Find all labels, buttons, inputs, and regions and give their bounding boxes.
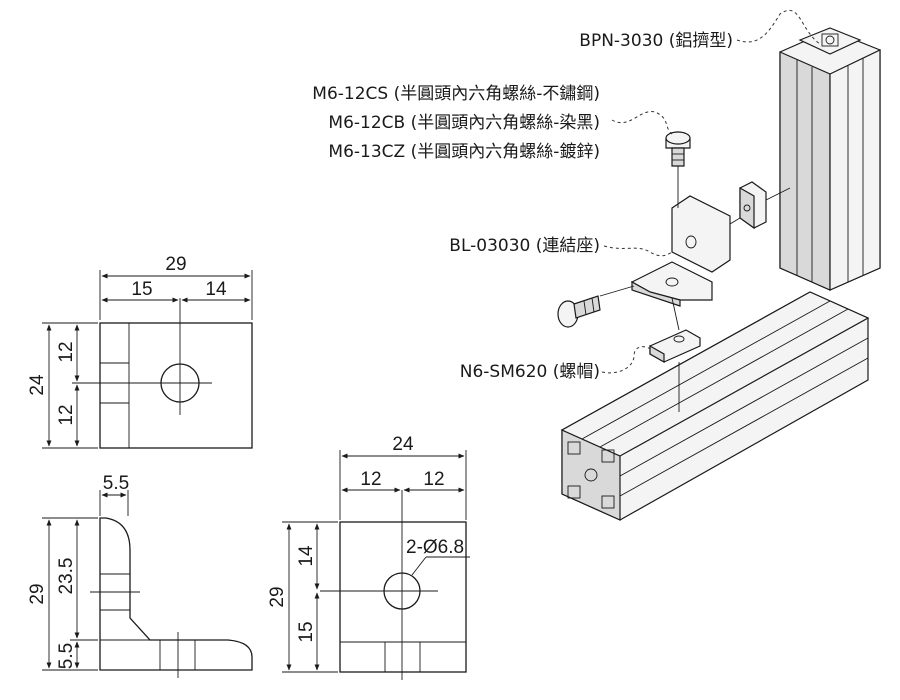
label-bracket: BL-03030 (連結座) (449, 236, 600, 256)
axis-bracket-side (729, 217, 741, 225)
label-screw-cs: M6-12CS (半圓頭內六角螺絲-不鏽鋼) (312, 84, 600, 104)
bracket (630, 195, 731, 307)
side-view: 5.5 29 23.5 5.5 (27, 473, 253, 678)
leader-profile (736, 10, 821, 45)
front-view-hole-label: 2-Ø6.8 (406, 537, 464, 558)
front-dim-15-label: 15 (296, 621, 317, 642)
top-dim-15-label: 15 (131, 279, 152, 300)
front-view-outline (339, 521, 467, 673)
front-view-hole-leader (411, 556, 427, 576)
front-dim-12b-label: 12 (423, 469, 444, 490)
front-dim-24-label: 24 (392, 434, 414, 455)
vertical-profile (779, 27, 881, 291)
assembly-view: BPN-3030 (鋁擠型) M6-12CS (半圓頭內六角螺絲-不鏽鋼) M6… (312, 10, 881, 521)
top-dim-24-label: 24 (27, 374, 48, 396)
side-view-outline (99, 517, 253, 671)
horizontal-profile (560, 291, 870, 521)
top-dim-12a-label: 12 (56, 341, 77, 362)
nut-lower (649, 329, 701, 364)
axis-nut-upper (765, 187, 791, 201)
side-dim-23-5-label: 23.5 (56, 558, 77, 595)
front-dim-14-label: 14 (296, 545, 317, 567)
nut-upper (739, 181, 767, 230)
front-dim-12a-label: 12 (360, 469, 381, 490)
label-nut: N6-SM620 (螺帽) (460, 362, 600, 382)
side-dim-29-label: 29 (27, 583, 48, 604)
screw-lower (557, 295, 601, 328)
screw-upper (665, 131, 691, 167)
front-dim-29-label: 29 (267, 586, 288, 607)
leader-screw (611, 111, 673, 135)
axis-screw-lower (599, 285, 635, 297)
top-view-outline (99, 322, 253, 449)
label-screw-cb: M6-12CB (半圓頭內六角螺絲-染黑) (328, 113, 600, 133)
axis-bracket-nut (671, 297, 680, 331)
label-screw-cz: M6-13CZ (半圓頭內六角螺絲-鍍鋅) (328, 141, 600, 162)
top-dim-29-label: 29 (165, 254, 186, 275)
side-dim-5-5b-label: 5.5 (56, 643, 77, 669)
top-dim-14-label: 14 (205, 279, 227, 300)
label-profile: BPN-3030 (鋁擠型) (579, 31, 733, 51)
top-dim-12b-label: 12 (56, 404, 77, 425)
leader-nut (601, 346, 653, 374)
leader-bracket (603, 245, 673, 257)
top-view: 29 15 14 24 12 12 (27, 254, 253, 449)
side-dim-5-5-label: 5.5 (103, 473, 129, 494)
front-view: 2-Ø6.8 24 12 12 29 14 15 (267, 434, 470, 680)
